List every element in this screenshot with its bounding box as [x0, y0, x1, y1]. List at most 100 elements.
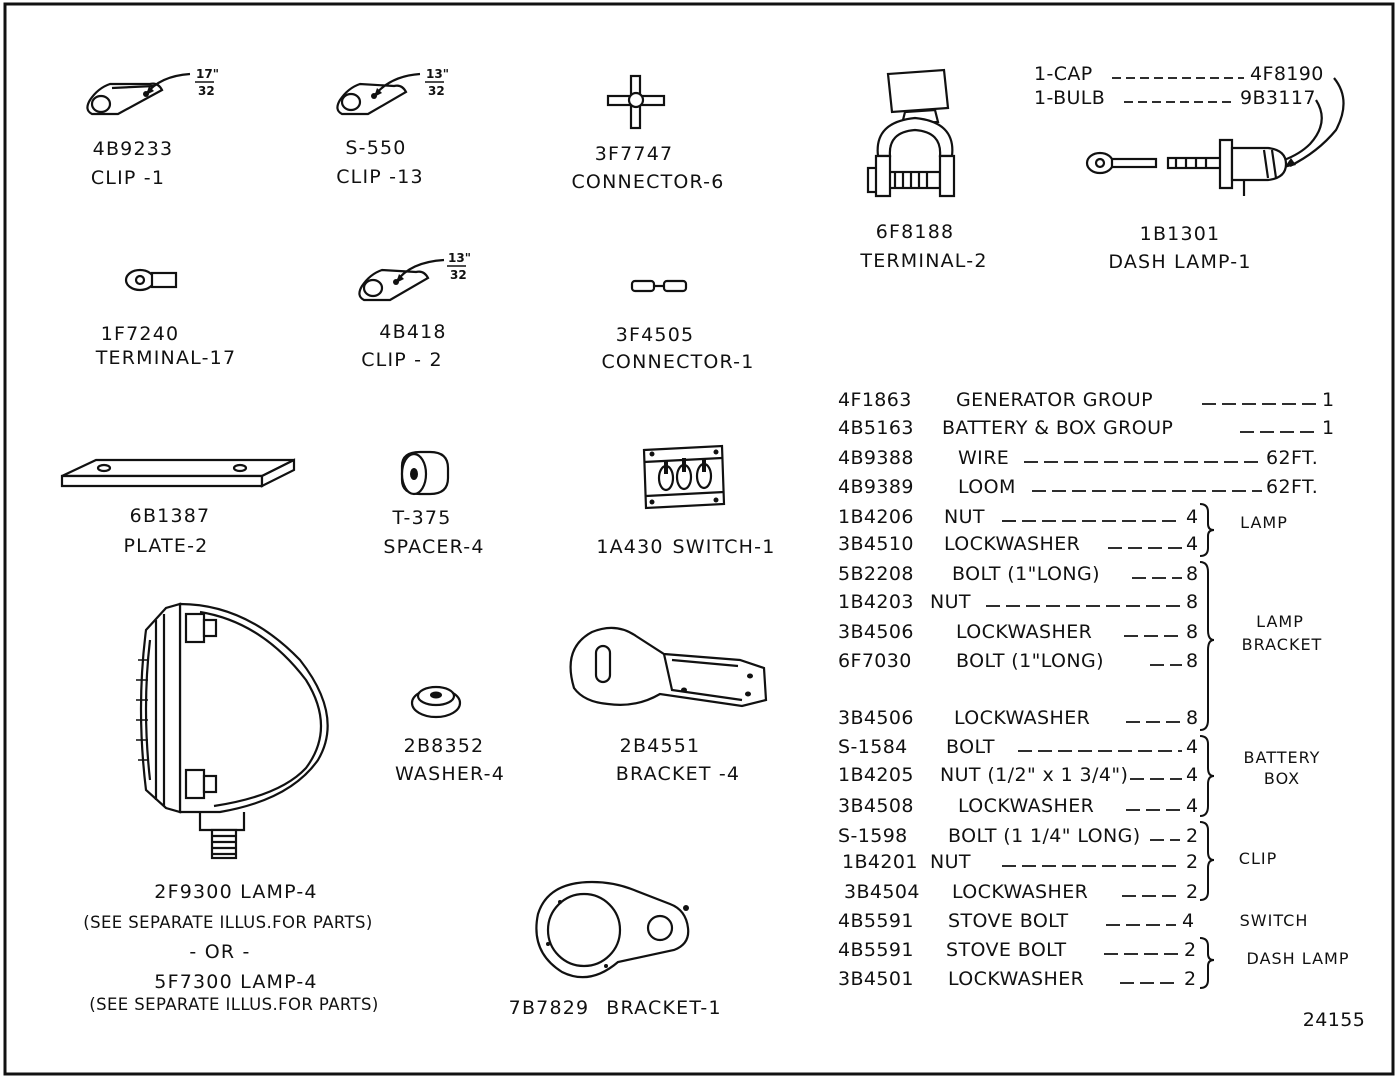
list-item-number: 3B4508: [838, 795, 914, 817]
list-item-qty: 4: [1186, 533, 1199, 555]
list-item-qty: 2: [1184, 968, 1197, 990]
list-item-number: 4F1863: [838, 389, 912, 411]
list-item-qty: 1: [1322, 389, 1335, 411]
part-name: BRACKET -4: [616, 763, 740, 785]
part-number: 1F7240: [101, 323, 180, 345]
switch-1a430-drawing: [642, 444, 726, 510]
list-item-desc: LOCKWASHER: [956, 621, 1092, 643]
part-name: CLIP - 2: [361, 349, 443, 371]
part-name: TERMINAL-2: [859, 250, 987, 272]
part-number: 2B4551: [620, 735, 701, 757]
connector-3f4505-drawing: [630, 279, 688, 293]
connector-3f7747-drawing: [606, 74, 666, 130]
bracket-2b4551-drawing: [569, 626, 768, 708]
headlamp-line2: (SEE SEPARATE ILLUS.FOR PARTS): [83, 913, 373, 932]
group-label-battery-box-2: BOX: [1264, 769, 1300, 788]
list-item-desc: LOCKWASHER: [952, 881, 1088, 903]
callout-cap-number: 4F8190: [1250, 63, 1324, 85]
group-label-lamp: LAMP: [1240, 513, 1288, 532]
part-name: CLIP -13: [336, 166, 424, 188]
list-item-desc: LOCKWASHER: [958, 795, 1094, 817]
list-item-number: 1B4201: [842, 851, 918, 873]
group-braces: [1199, 503, 1215, 989]
parts-list: 4F1863 GENERATOR GROUP 1 4B5163 BATTERY …: [838, 389, 1335, 990]
fraction-numerator: 13": [426, 67, 449, 81]
list-item-desc: NUT: [930, 591, 971, 613]
list-item-qty: 2: [1186, 881, 1199, 903]
list-item-number: 4B9388: [838, 447, 914, 469]
part-name: SWITCH-1: [672, 536, 775, 558]
headlamp-line3: - OR -: [189, 941, 250, 963]
list-item-qty: 4: [1186, 506, 1199, 528]
list-item-desc: LOOM: [958, 476, 1016, 498]
fraction-denominator: 32: [198, 84, 215, 98]
part-number: 2B8352: [404, 735, 485, 757]
list-item-qty: 8: [1186, 621, 1199, 643]
list-item-qty: 4: [1186, 795, 1199, 817]
clip-4b418-drawing: 13" 32: [358, 251, 471, 302]
callout-bulb-number: 9B3117: [1240, 87, 1316, 109]
headlamp-line5: (SEE SEPARATE ILLUS.FOR PARTS): [89, 995, 379, 1014]
part-name: CLIP -1: [91, 167, 165, 189]
list-item-number: 4B5591: [838, 910, 914, 932]
list-item-desc: BOLT (1"LONG): [956, 650, 1104, 672]
headlamp-line1: 2F9300 LAMP-4: [154, 881, 317, 903]
terminal-6f8188-drawing: [866, 68, 956, 198]
list-item-desc: LOCKWASHER: [948, 968, 1084, 990]
part-name: BRACKET-1: [606, 997, 721, 1019]
group-label-clip: CLIP: [1239, 849, 1277, 868]
list-item-qty: 2: [1184, 939, 1197, 961]
clip-s550-drawing: 13" 32: [336, 67, 449, 116]
list-item-desc: WIRE: [958, 447, 1009, 469]
list-item-desc: LOCKWASHER: [944, 533, 1080, 555]
spacer-t375-drawing: [400, 450, 450, 496]
part-number: 1B1301: [1140, 223, 1221, 245]
dash-lamp-1b1301-drawing: 1-CAP 4F8190 1-BULB 9B3117: [1034, 63, 1345, 196]
plate-6b1387-drawing: [60, 458, 296, 488]
list-item-desc: BATTERY & BOX GROUP: [942, 417, 1173, 439]
list-item-qty: 4: [1186, 764, 1199, 786]
fraction-numerator: 17": [196, 67, 219, 81]
bracket-7b7829-drawing: [535, 880, 690, 979]
part-number: 4B418: [379, 321, 446, 343]
fraction-denominator: 32: [450, 268, 467, 282]
part-number: 6F8188: [876, 221, 955, 243]
headlamp-drawing: [136, 602, 329, 860]
headlamp-line4: 5F7300 LAMP-4: [154, 971, 317, 993]
list-item-number: 4B5591: [838, 939, 914, 961]
list-item-number: S-1584: [838, 736, 908, 758]
group-label-switch: SWITCH: [1240, 911, 1309, 930]
terminal-1f7240-drawing: [124, 268, 178, 292]
list-item-number: 3B4510: [838, 533, 914, 555]
part-number: 3F4505: [616, 324, 695, 346]
list-item-desc: NUT: [930, 851, 971, 873]
list-item-number: 4B5163: [838, 417, 914, 439]
group-label-lamp-bracket-2: BRACKET: [1242, 635, 1323, 654]
list-item-number: 3B4504: [844, 881, 920, 903]
part-number: 4B9233: [93, 138, 174, 160]
clip-4b9233-drawing: 17" 32: [86, 67, 219, 116]
list-item-desc: BOLT (1 1/4" LONG): [948, 825, 1141, 847]
figure-number: 24155: [1303, 1009, 1365, 1031]
list-item-number: 3B4501: [838, 968, 914, 990]
list-item-qty: 2: [1186, 825, 1199, 847]
list-item-qty: 4: [1186, 736, 1199, 758]
callout-bulb-label: 1-BULB: [1034, 87, 1105, 109]
list-item-qty: 4: [1182, 910, 1195, 932]
list-item-desc: BOLT (1"LONG): [952, 563, 1100, 585]
part-name: CONNECTOR-6: [571, 171, 724, 193]
list-item-qty: 8: [1186, 707, 1199, 729]
part-name: SPACER-4: [383, 536, 484, 558]
part-label: 1A430: [596, 536, 663, 558]
part-name: DASH LAMP-1: [1108, 251, 1251, 273]
fraction-denominator: 32: [428, 84, 445, 98]
list-item-desc: LOCKWASHER: [954, 707, 1090, 729]
list-item-desc: GENERATOR GROUP: [956, 389, 1153, 411]
part-name: PLATE-2: [124, 535, 209, 557]
washer-2b8352-drawing: [410, 685, 462, 719]
list-item-qty: 62FT.: [1266, 476, 1318, 498]
list-item-desc: BOLT: [946, 736, 995, 758]
list-item-qty: 62FT.: [1266, 447, 1318, 469]
fraction-numerator: 13": [448, 251, 471, 265]
